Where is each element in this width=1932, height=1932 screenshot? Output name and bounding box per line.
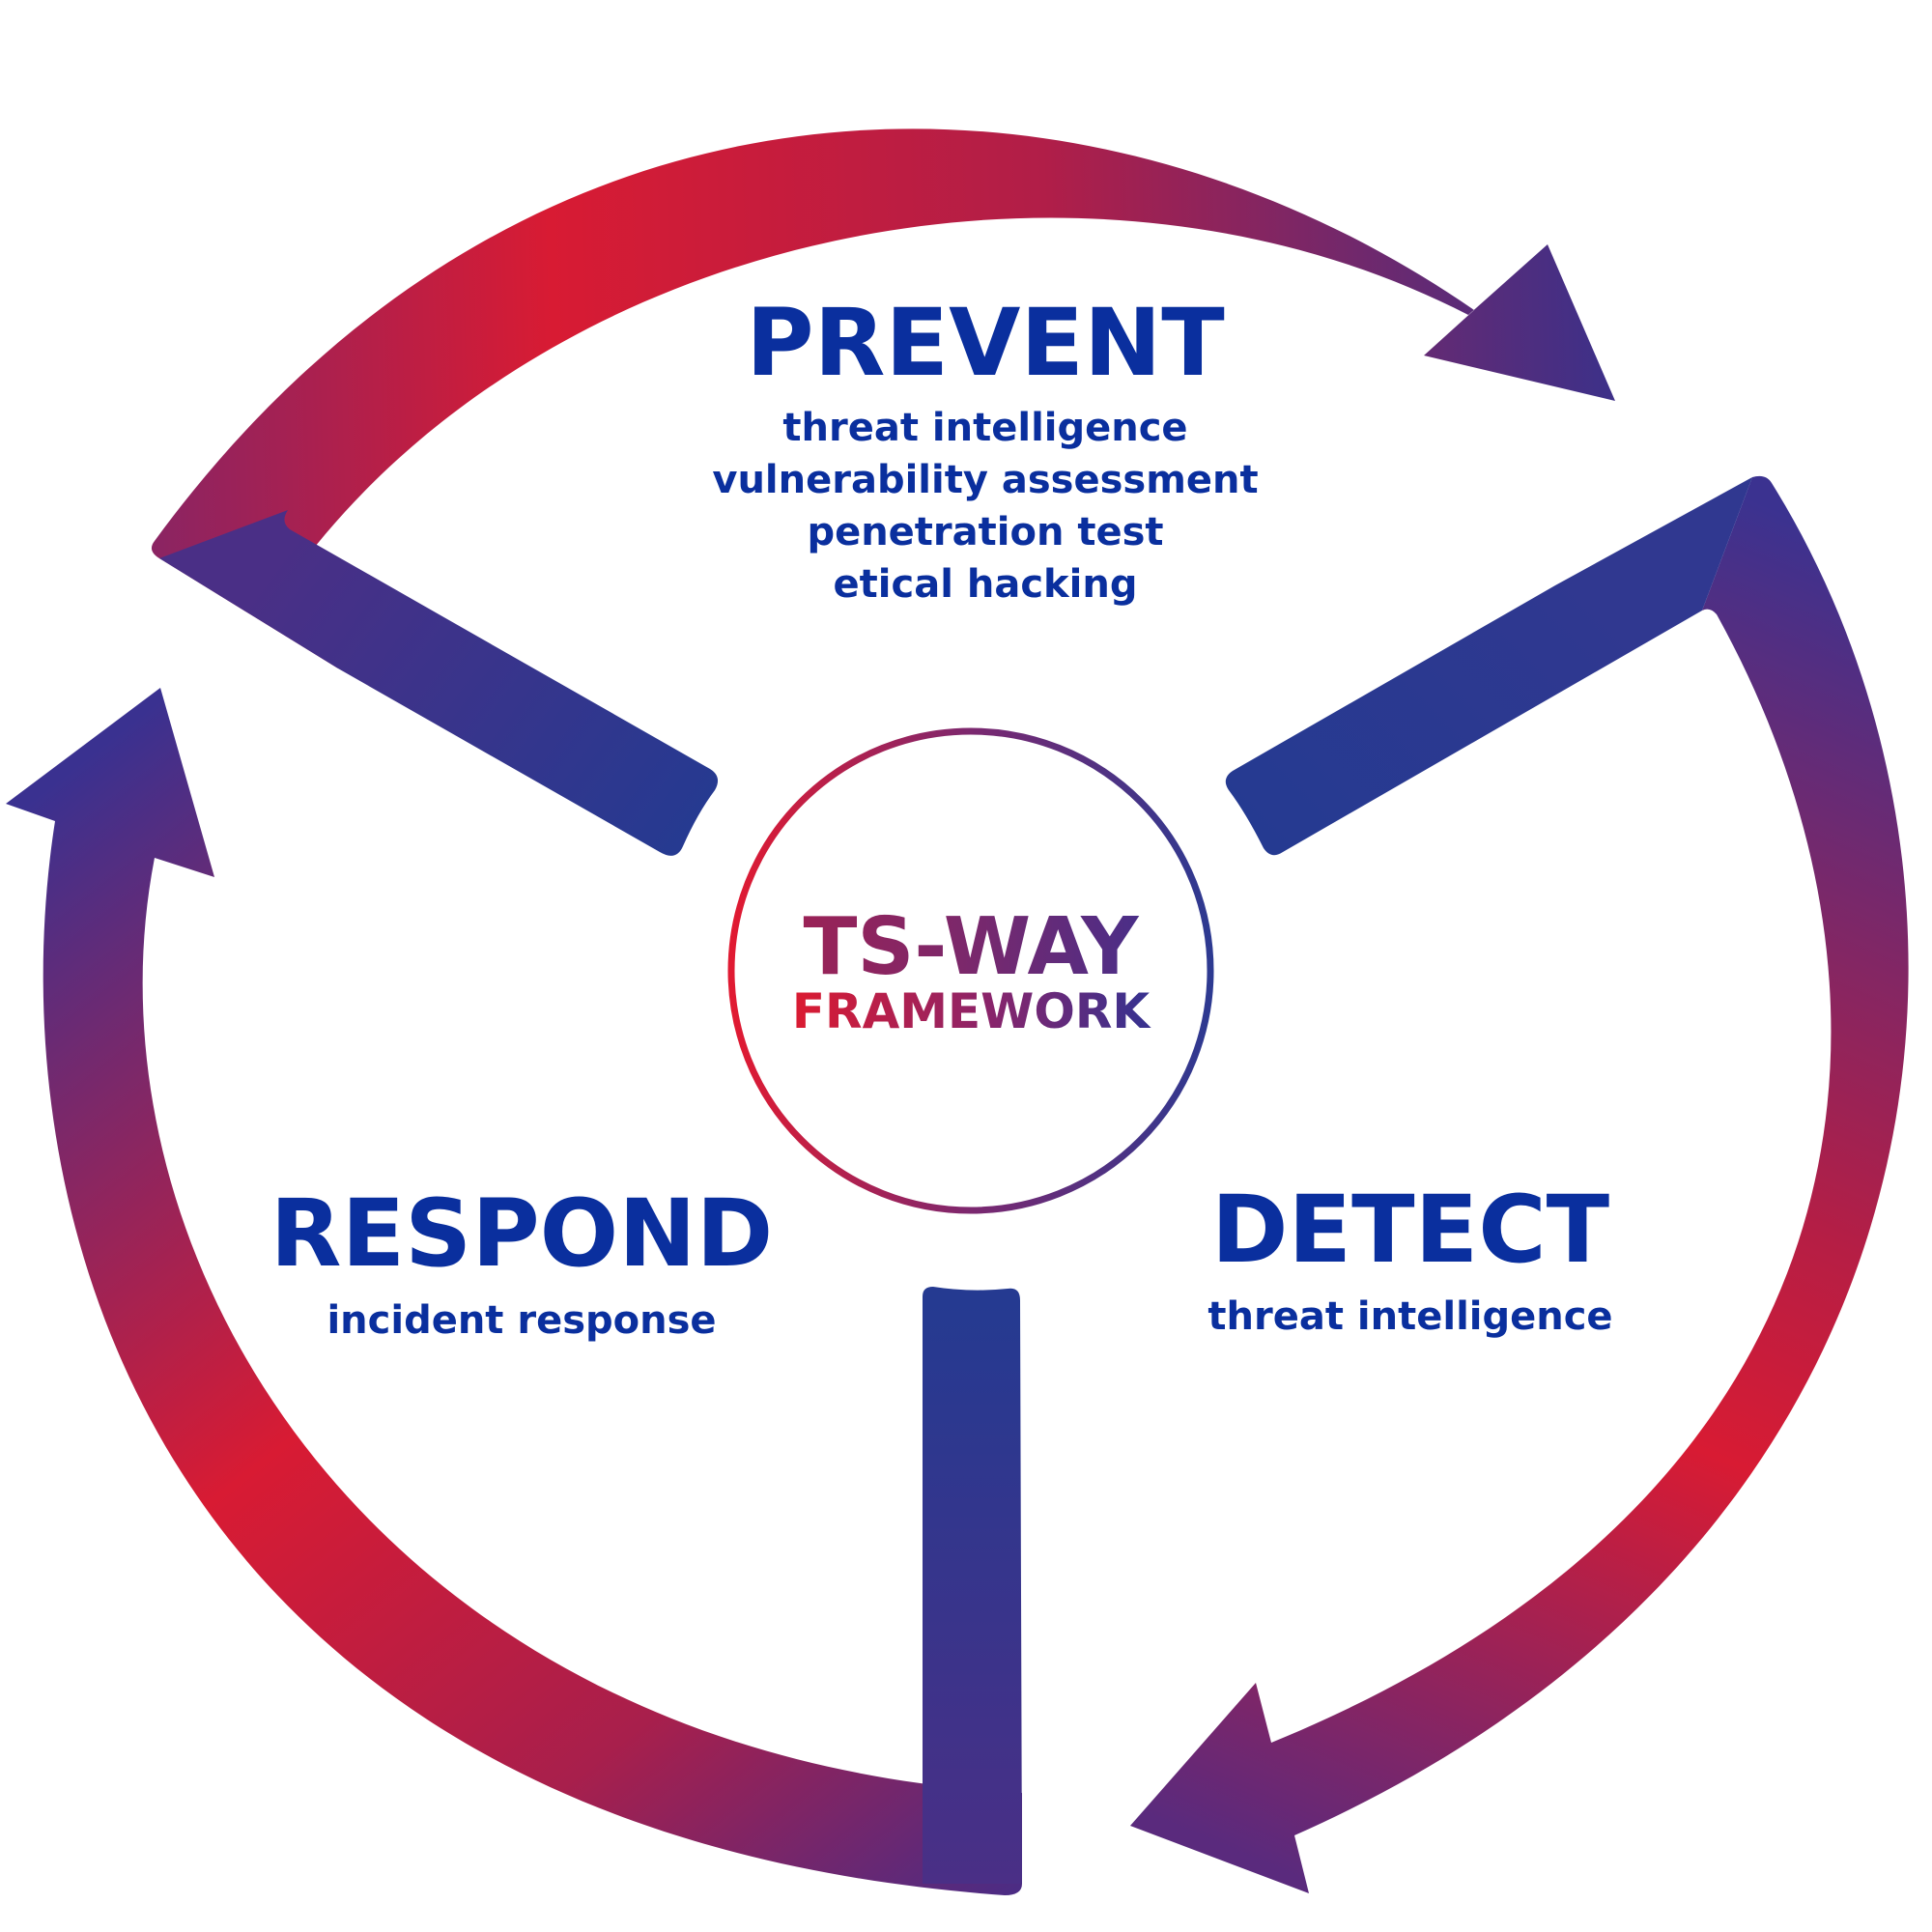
center-ring <box>727 727 1214 1214</box>
detect-title: DETECT <box>1211 1176 1609 1284</box>
respond-title: RESPOND <box>270 1179 774 1288</box>
prevent-spoke <box>159 510 719 856</box>
prevent-arrow <box>151 128 1615 856</box>
prevent-label-group: PREVENT threat intelligence vulnerabilit… <box>712 289 1258 607</box>
prevent-item: etical hacking <box>834 562 1138 607</box>
center-title: TS-WAY <box>803 901 1140 993</box>
prevent-item: penetration test <box>807 510 1163 554</box>
respond-arrow <box>6 688 1022 1895</box>
center-subtitle: FRAMEWORK <box>792 983 1151 1039</box>
prevent-title: PREVENT <box>746 289 1225 397</box>
detect-arc-band <box>1130 475 1909 1893</box>
detect-spoke <box>1225 477 1752 856</box>
prevent-item: threat intelligence <box>782 406 1187 450</box>
respond-label-group: RESPOND incident response <box>270 1179 774 1343</box>
prevent-item: vulnerability assessment <box>712 458 1258 502</box>
respond-arc-band <box>6 688 1022 1895</box>
respond-item: incident response <box>327 1298 716 1343</box>
detect-arrow <box>1130 475 1909 1893</box>
detect-label-group: DETECT threat intelligence <box>1208 1176 1612 1339</box>
prevent-arc-band <box>151 128 1615 669</box>
respond-spoke <box>923 1287 1022 1884</box>
detect-item: threat intelligence <box>1208 1294 1612 1339</box>
